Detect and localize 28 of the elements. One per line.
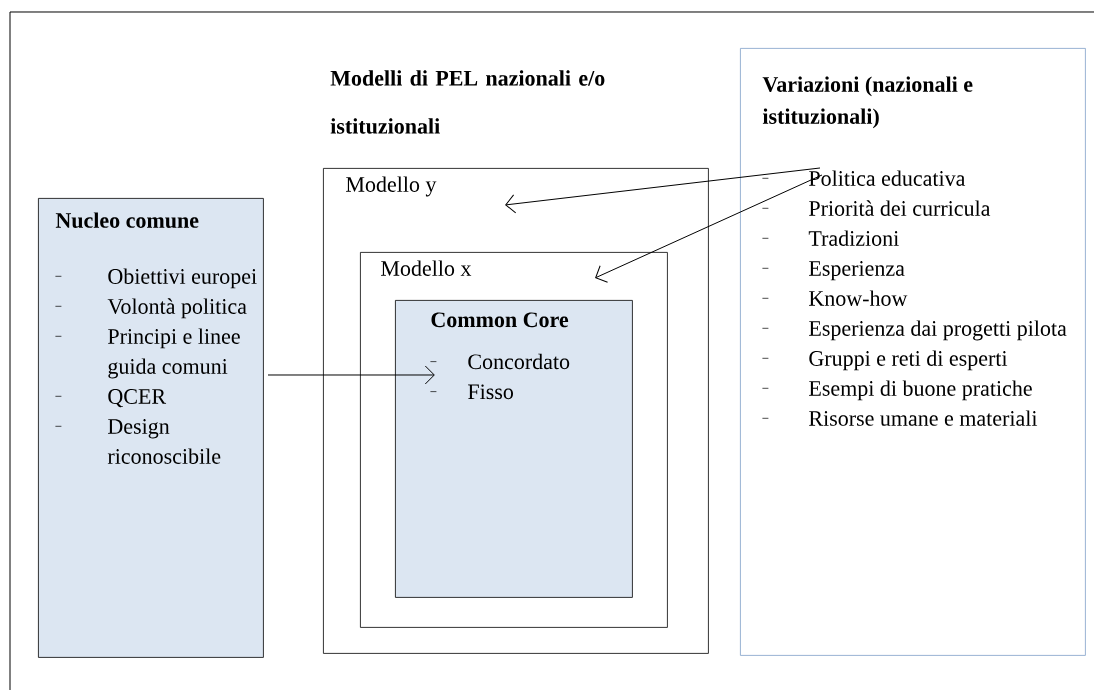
- list-item: Obiettivi europei: [55, 268, 257, 289]
- list-item: Design riconoscibile: [55, 419, 221, 464]
- list-item: Priorità dei curricula: [762, 200, 991, 216]
- list-item: Principi e linee guida comuni: [55, 328, 240, 379]
- core-box: [395, 300, 633, 598]
- list-item: Gruppi e reti di esperti: [762, 350, 1008, 371]
- list-item: QCER: [55, 389, 167, 408]
- arrow: [267, 365, 435, 385]
- list-item: Tradizioni: [762, 230, 899, 246]
- list-item: Volontà politica: [55, 298, 247, 319]
- box-heading: Variazioni (nazionali e istituzionali): [762, 76, 973, 129]
- list-item: Concordato: [430, 353, 570, 370]
- list-item: Esempi di buone pratiche: [762, 380, 1032, 401]
- list-item: Esperienza: [762, 261, 905, 281]
- box-heading: Common Core: [431, 312, 569, 328]
- list-item: Politica educativa: [762, 170, 966, 186]
- variations-box: [740, 48, 1086, 656]
- box-label: Modello x: [381, 260, 472, 276]
- box-heading: Nucleo comune: [55, 212, 199, 228]
- box-label: Modello y: [346, 176, 437, 197]
- list-item: Know-how: [762, 290, 908, 306]
- core-box: [38, 198, 264, 658]
- list-item: Esperienza dai progetti pilota: [762, 320, 1067, 341]
- list-item: Fisso: [430, 384, 514, 400]
- arrow: [505, 167, 821, 214]
- heading: Modelli di PEL nazionali e/o istituzionali: [330, 70, 605, 134]
- list-item: Risorse umane e materiali: [762, 410, 1038, 426]
- arrow: [595, 174, 823, 283]
